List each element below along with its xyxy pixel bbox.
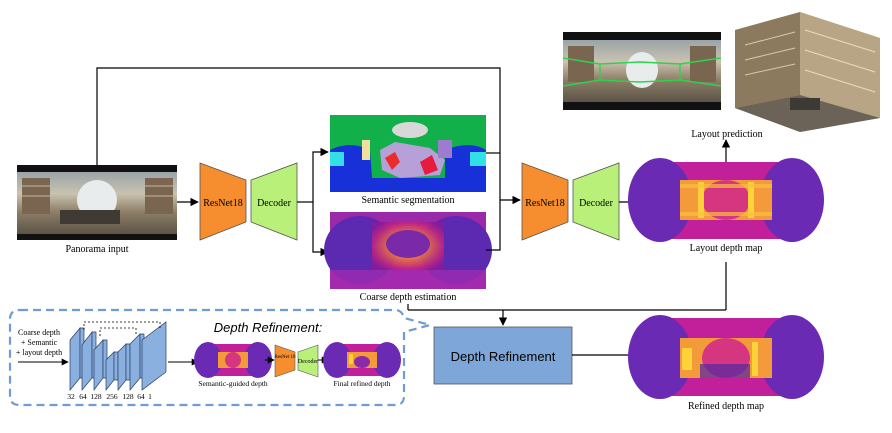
decoder-2-label: Decoder	[579, 198, 614, 209]
layout-depth-map-label: Layout depth map	[690, 243, 763, 254]
inset-encoder-label: ResNet 18	[275, 355, 296, 360]
coarse-depth-image	[324, 212, 492, 289]
semantic-segmentation-image	[330, 115, 486, 192]
panorama-input-image	[17, 165, 177, 240]
inset-encoder-block	[274, 344, 296, 378]
unet-channel-6: 1	[148, 392, 152, 401]
semantic-guided-depth-label: Semantic-guided depth	[198, 379, 268, 388]
inset-title: Depth Refinement:	[214, 320, 323, 335]
encoder-1-block	[199, 162, 247, 241]
final-refined-depth-image	[323, 342, 401, 378]
unet-channel-0: 32	[67, 392, 75, 401]
semantic-guided-depth-image	[194, 342, 272, 378]
inset-input-line-1: Coarse depth	[18, 328, 60, 337]
coarse-depth-label: Coarse depth estimation	[360, 292, 457, 303]
inset-input-line-2: + Semantic	[21, 338, 58, 347]
inset-decoder-block	[297, 344, 319, 378]
arrow-to-coarse-depth	[312, 202, 329, 257]
inset-decoder-label: Decoder	[298, 359, 318, 365]
decoder-2-block	[572, 162, 620, 241]
panorama-input-label: Panorama input	[65, 244, 128, 255]
semantic-segmentation-label: Semantic segmentation	[361, 195, 454, 206]
arrow-to-segmentation	[312, 147, 329, 202]
depth-to-merge-line	[486, 200, 501, 251]
encoder-1-label: ResNet18	[203, 198, 242, 209]
refined-depth-map-label: Refined depth map	[688, 401, 764, 412]
decoder-1-block	[250, 162, 298, 241]
refined-depth-map-image	[628, 315, 824, 399]
unet-skip-inner	[99, 327, 137, 336]
unet-channel-labels: 32 64 128 256 128 64 1	[67, 392, 152, 401]
unet-channel-3: 256	[106, 392, 118, 401]
unet-block	[69, 321, 167, 392]
decoder-1-label: Decoder	[257, 198, 292, 209]
layout-prediction-panorama	[562, 32, 722, 110]
unet-skip-outer	[83, 321, 161, 330]
encoder-2-label: ResNet18	[525, 198, 564, 209]
skip-connection-line	[96, 67, 501, 200]
final-refined-depth-label: Final refined depth	[333, 379, 390, 388]
layout-prediction-3d-room	[735, 12, 880, 132]
unet-channel-5: 64	[137, 392, 145, 401]
layout-prediction-label: Layout prediction	[691, 129, 762, 140]
depth-refinement-box	[433, 326, 573, 385]
depth-refinement-box-label: Depth Refinement	[451, 349, 556, 364]
inset-dashed-border	[8, 308, 435, 407]
unet-channel-2: 128	[90, 392, 102, 401]
inset-input-line-3: + layout depth	[16, 348, 62, 357]
encoder-2-block	[521, 162, 569, 241]
layout-depth-map-image	[628, 158, 824, 242]
unet-channel-1: 64	[79, 392, 87, 401]
unet-channel-4: 128	[122, 392, 134, 401]
